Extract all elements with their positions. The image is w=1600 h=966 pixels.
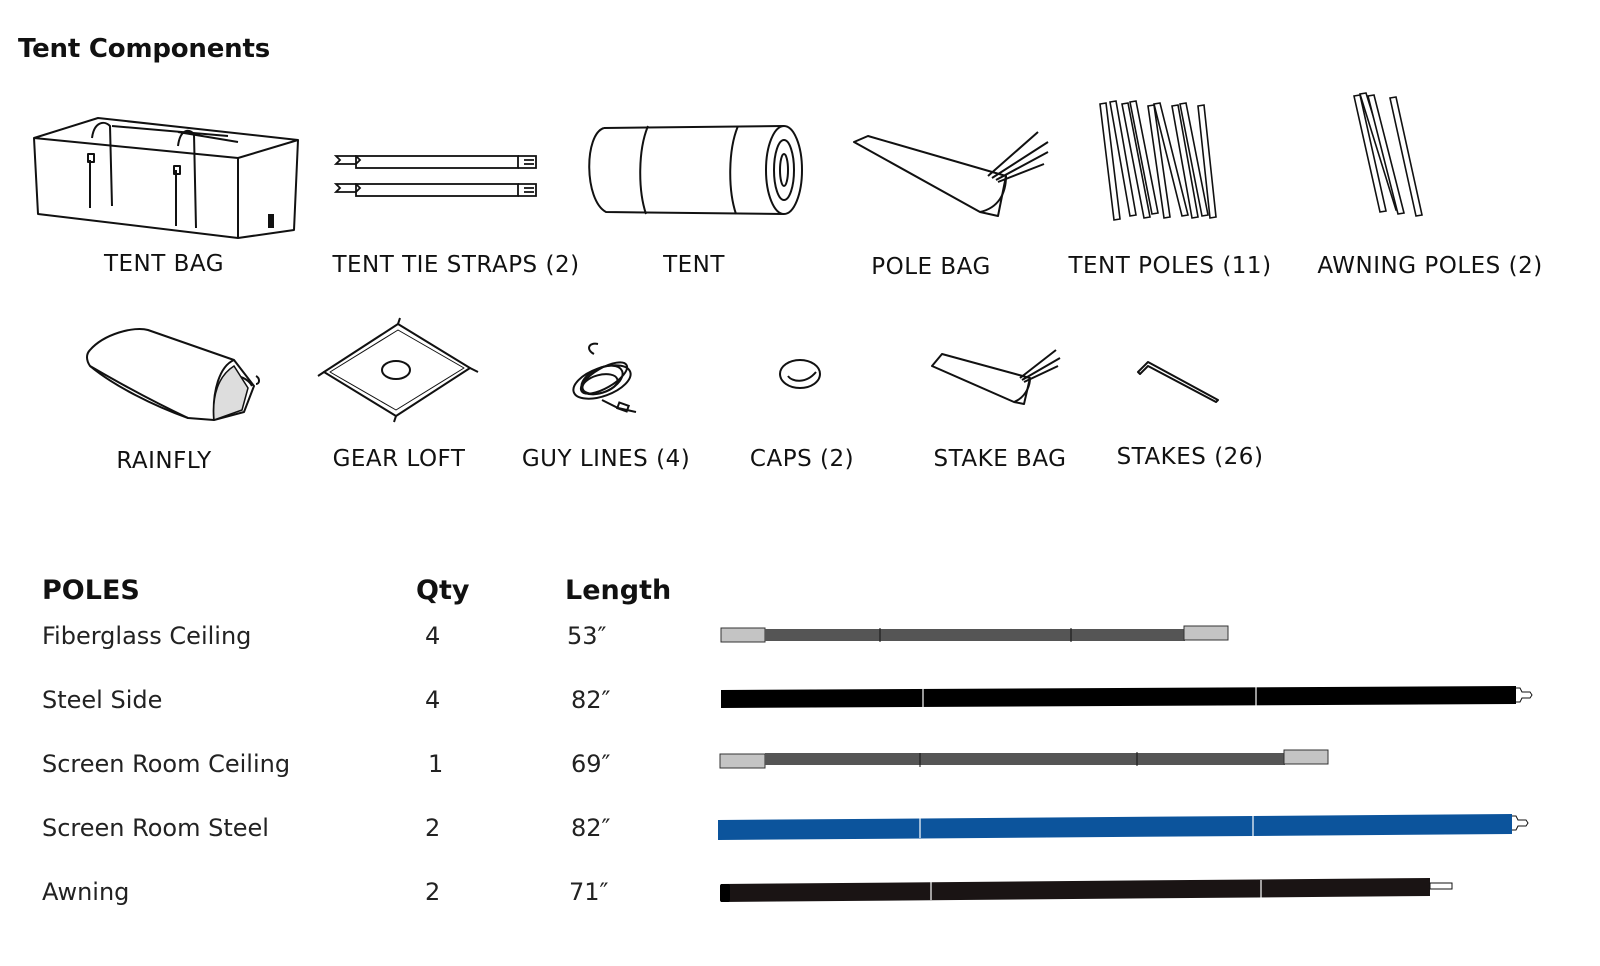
guy-lines-icon <box>572 342 637 413</box>
awning-poles-icon <box>1353 92 1423 217</box>
page-title: Tent Components <box>18 34 270 64</box>
tent-poles-icon <box>1099 100 1217 221</box>
pole-name: Steel Side <box>42 686 163 714</box>
component-label: GUY LINES (4) <box>521 446 691 472</box>
pole-qty: 4 <box>425 622 441 650</box>
gear-loft-icon <box>317 317 479 423</box>
pole-length: 82″ <box>571 814 611 842</box>
pole-length: 82″ <box>571 686 611 714</box>
table-row: Steel Side 4 82″ <box>0 684 1600 744</box>
rolled-tent-icon <box>588 125 803 215</box>
component-label: TENT <box>663 252 725 278</box>
tie-straps-icon <box>333 155 537 197</box>
pole-qty: 2 <box>425 814 441 842</box>
pole-name: Screen Room Steel <box>42 814 269 842</box>
table-row: Screen Room Steel 2 82″ <box>0 812 1600 872</box>
component-label: RAINFLY <box>116 448 212 474</box>
component-label: GEAR LOFT <box>332 446 466 472</box>
pole-bag-icon <box>853 131 1049 217</box>
component-label: TENT POLES (11) <box>1068 253 1272 279</box>
rainfly-icon <box>86 328 260 422</box>
pole-qty: 1 <box>428 750 444 778</box>
cap-icon <box>779 359 821 389</box>
pole-name: Screen Room Ceiling <box>42 750 291 778</box>
table-row: Fiberglass Ceiling 4 53″ <box>0 620 1600 680</box>
stake-icon <box>1137 361 1219 403</box>
length-header: Length <box>565 575 672 606</box>
tent-bag-icon <box>33 117 299 239</box>
component-label: TENT TIE STRAPS (2) <box>332 252 580 278</box>
pole-qty: 2 <box>425 878 441 906</box>
component-label: STAKE BAG <box>933 446 1067 472</box>
pole-name: Awning <box>42 878 130 906</box>
pole-length: 53″ <box>567 622 607 650</box>
component-label: AWNING POLES (2) <box>1317 253 1543 279</box>
component-label: POLE BAG <box>871 254 991 280</box>
qty-header: Qty <box>416 575 470 606</box>
component-label: CAPS (2) <box>749 446 855 472</box>
stake-bag-icon <box>931 349 1061 405</box>
pole-length: 71″ <box>569 878 609 906</box>
poles-header: POLES <box>42 575 140 606</box>
component-label: TENT BAG <box>103 251 225 277</box>
screen-room-ceiling-pole <box>719 749 1329 769</box>
pole-name: Fiberglass Ceiling <box>42 622 252 650</box>
pole-length: 69″ <box>571 750 611 778</box>
awning-pole <box>720 878 1453 902</box>
table-row: Awning 2 71″ <box>0 876 1600 936</box>
table-row: Screen Room Ceiling 1 69″ <box>0 748 1600 808</box>
component-label: STAKES (26) <box>1116 444 1264 470</box>
pole-qty: 4 <box>425 686 441 714</box>
steel-side-pole <box>721 686 1533 708</box>
screen-room-steel-pole <box>718 814 1529 840</box>
fiberglass-ceiling-pole <box>720 625 1229 643</box>
